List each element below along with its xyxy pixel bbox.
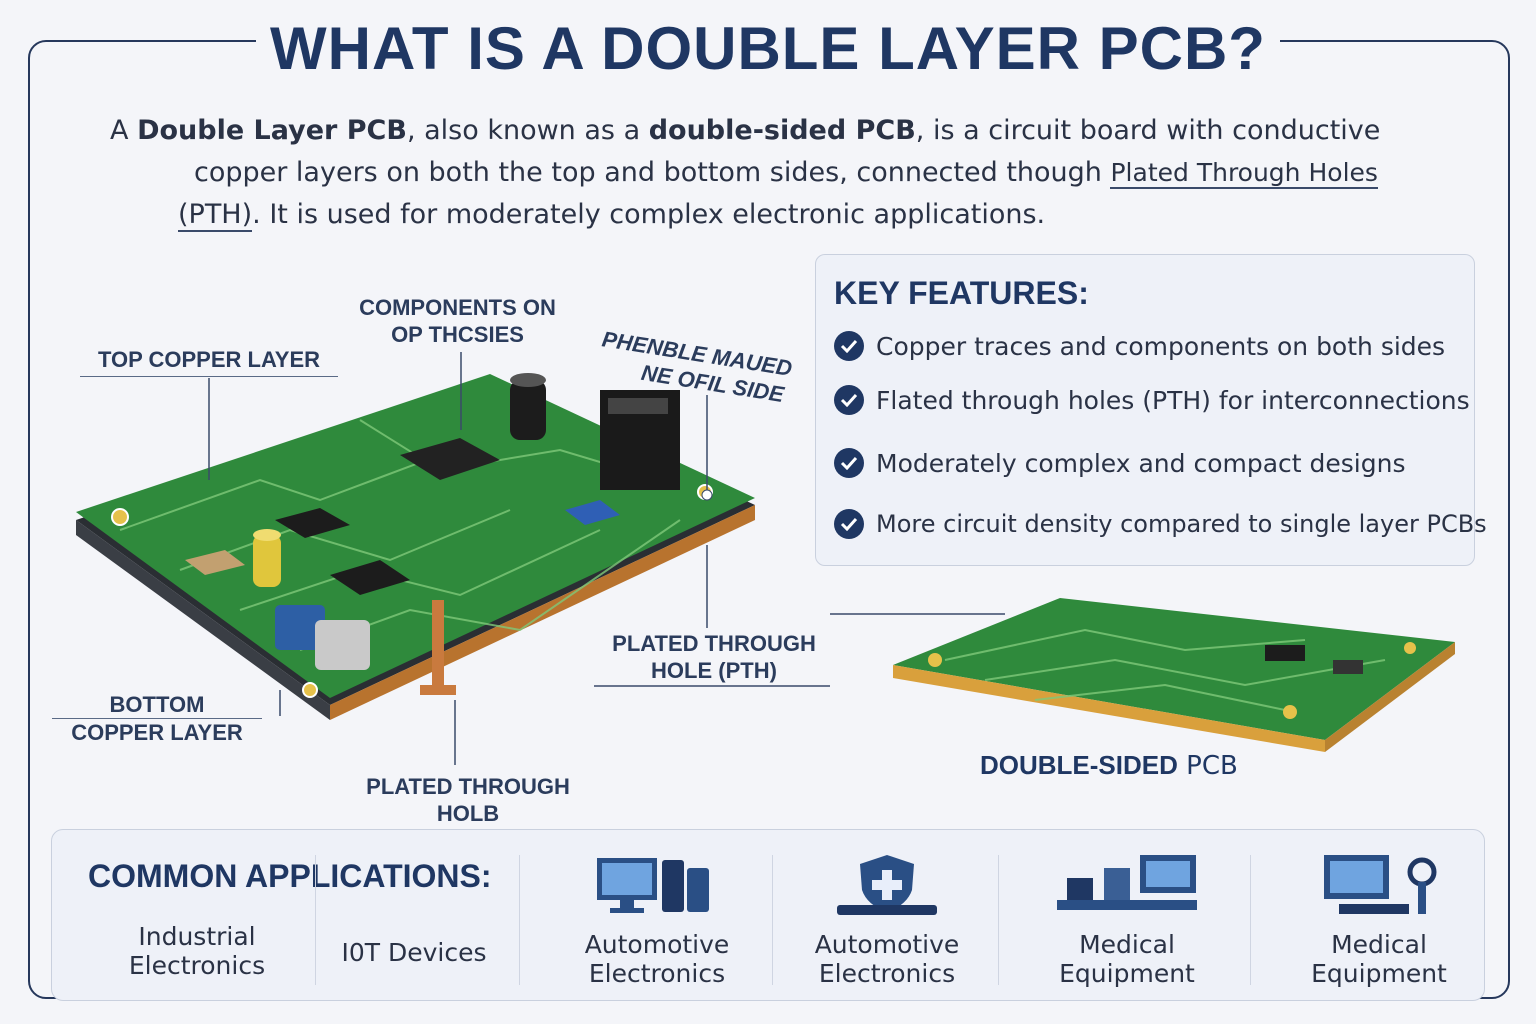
computer-phones-icon	[597, 858, 709, 913]
page-title: WHAT IS A DOUBLE LAYER PCB?	[0, 14, 1536, 83]
monitor-stethoscope-icon	[1324, 855, 1437, 914]
feature-item: Copper traces and components on both sid…	[834, 331, 1445, 361]
key-features-heading: KEY FEATURES:	[834, 275, 1089, 311]
label-plated-through-hole: PLATED THROUGH HOLE (PTH)	[612, 631, 816, 683]
key-features-panel: KEY FEATURES: Copper traces and componen…	[815, 254, 1487, 566]
double-sided-pcb-illustration	[893, 598, 1455, 752]
intro-paragraph: A Double Layer PCB, also known as a doub…	[110, 115, 1381, 232]
applications-heading: COMMON APPLICATIONS:	[88, 858, 492, 894]
double-layer-pcb-illustration	[76, 373, 755, 720]
shield-plus-icon	[837, 855, 937, 915]
lab-equipment-icon	[1057, 855, 1197, 910]
label-plated-through-hole-bottom: PLATED THROUGH HOLB	[366, 774, 570, 826]
check-icon	[834, 331, 864, 361]
check-icon	[834, 448, 864, 478]
label-top-copper-layer: TOP COPPER LAYER	[80, 346, 338, 377]
feature-item: Flated through holes (PTH) for interconn…	[834, 385, 1470, 415]
feature-item: Moderately complex and compact designs	[834, 448, 1406, 478]
double-sided-pcb-caption: DOUBLE-SIDED PCB	[980, 750, 1238, 781]
label-components: COMPONENTS ON OP THCSIES	[359, 295, 556, 347]
label-bottom-copper-layer: BOTTOM COPPER LAYER	[52, 691, 262, 746]
check-icon	[834, 385, 864, 415]
check-icon	[834, 509, 864, 539]
feature-item: More circuit density compared to single …	[834, 509, 1487, 539]
app-iot-devices: I0T Devices	[341, 938, 487, 967]
pth-link[interactable]: Plated Through Holes	[1110, 158, 1378, 189]
